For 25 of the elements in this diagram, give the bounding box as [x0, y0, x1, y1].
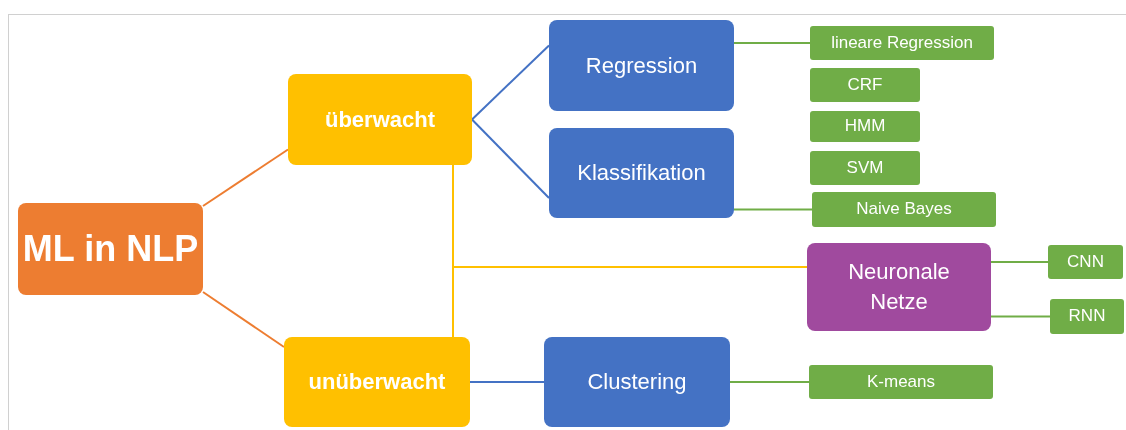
- method-box: HMM: [810, 111, 920, 142]
- connector-line: [990, 261, 1049, 263]
- category-box: überwacht: [288, 74, 472, 165]
- method-box: lineare Regression: [810, 26, 994, 60]
- task-box: Klassifikation: [549, 128, 734, 218]
- root-box: ML in NLP: [18, 203, 203, 295]
- category-box: Neuronale Netze: [807, 243, 991, 331]
- method-box: SVM: [810, 151, 920, 185]
- method-box: K-means: [809, 365, 993, 399]
- connector-line: [202, 148, 289, 207]
- connector-line: [471, 44, 550, 121]
- task-box: Regression: [549, 20, 734, 111]
- connector-line: [733, 208, 813, 211]
- method-box: CNN: [1048, 245, 1123, 279]
- connector-line: [733, 42, 811, 44]
- connector-line: [202, 291, 285, 348]
- method-box: CRF: [810, 68, 920, 102]
- category-box: unüberwacht: [284, 337, 470, 427]
- connector-line: [469, 381, 545, 383]
- connector-line: [729, 381, 810, 383]
- connector-line: [990, 315, 1051, 318]
- method-box: RNN: [1050, 299, 1124, 334]
- task-box: Clustering: [544, 337, 730, 427]
- method-box: Naive Bayes: [812, 192, 996, 227]
- connector-line: [471, 118, 550, 199]
